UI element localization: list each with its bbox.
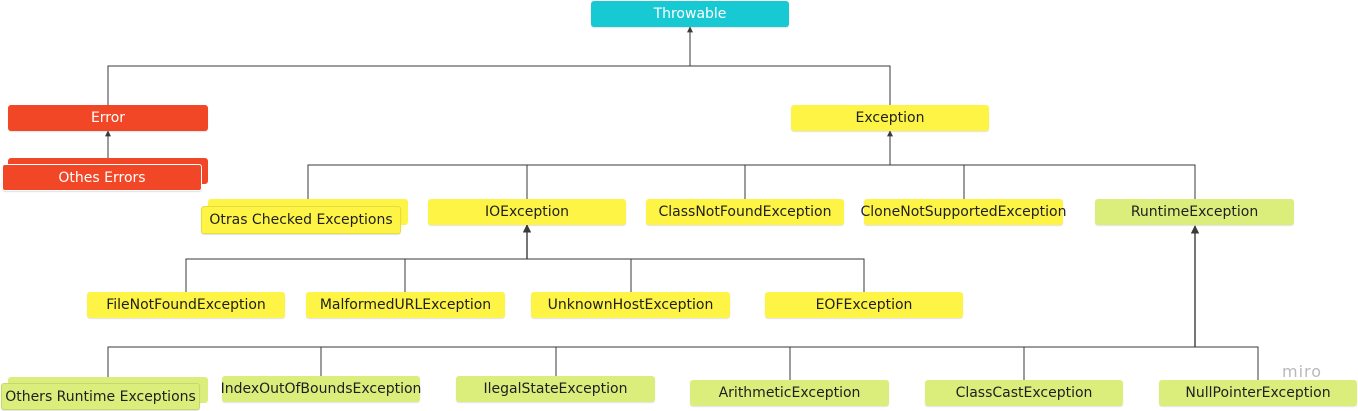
node-ilegalstate[interactable]: IlegalStateException [456, 376, 655, 402]
node-clonenotsupported-label: CloneNotSupportedException [860, 204, 1067, 220]
connector-nullpointer-runtime [1195, 346, 1259, 380]
node-others-runtime-label: Others Runtime Exceptions [5, 388, 196, 405]
node-ioexception-label: IOException [484, 204, 570, 220]
node-filenotfound-label: FileNotFoundException [106, 297, 266, 313]
node-classnotfound-label: ClassNotFoundException [658, 204, 832, 220]
node-arithmetic[interactable]: ArithmeticException [690, 380, 889, 406]
connector-filenotfound-ioexception [185, 258, 527, 292]
node-malformedurl-label: MalformedURLException [319, 297, 492, 313]
connector-eof-ioexception [631, 258, 865, 292]
node-indexoutofbounds-label: IndexOutOfBoundsException [220, 381, 422, 397]
node-unknownhost-label: UnknownHostException [547, 297, 714, 313]
node-filenotfound[interactable]: FileNotFoundException [87, 292, 285, 318]
node-error-label: Error [90, 110, 126, 126]
connector-error-throwable [107, 65, 690, 105]
node-indexoutofbounds[interactable]: IndexOutOfBoundsException [220, 376, 422, 402]
node-throwable[interactable]: Throwable [591, 1, 789, 27]
node-arithmetic-label: ArithmeticException [718, 385, 861, 401]
node-otras-checked-label: Otras Checked Exceptions [209, 212, 393, 228]
node-classcast-label: ClassCastException [955, 385, 1093, 401]
node-error[interactable]: Error [8, 105, 208, 131]
connector-othersruntime-runtime [107, 346, 1195, 378]
node-exception[interactable]: Exception [791, 105, 989, 131]
node-nullpointer[interactable]: NullPointerException [1159, 380, 1357, 406]
connector-runtime-exception [890, 164, 1196, 200]
connector-otras-exception [307, 164, 890, 200]
miro-watermark: miro [1282, 362, 1323, 381]
node-runtime-label: RuntimeException [1130, 204, 1259, 220]
node-others-errors[interactable]: Othes Errors [2, 164, 202, 191]
node-clonenotsupported[interactable]: CloneNotSupportedException [861, 199, 1067, 225]
connector-unknownhost-ioexception [527, 258, 632, 292]
node-others-errors-label: Othes Errors [58, 169, 146, 186]
node-unknownhost[interactable]: UnknownHostException [531, 292, 730, 318]
node-otras-checked[interactable]: Otras Checked Exceptions [201, 206, 401, 234]
node-classcast[interactable]: ClassCastException [925, 380, 1123, 406]
node-throwable-label: Throwable [653, 6, 727, 22]
connector-group [105, 26, 1259, 380]
node-ioexception[interactable]: IOException [428, 199, 626, 225]
node-classnotfound[interactable]: ClassNotFoundException [646, 199, 844, 225]
node-eof[interactable]: EOFException [765, 292, 963, 318]
node-others-runtime[interactable]: Others Runtime Exceptions [1, 383, 200, 410]
connector-exception-throwable [690, 65, 891, 105]
node-malformedurl[interactable]: MalformedURLException [306, 292, 505, 318]
node-nullpointer-label: NullPointerException [1185, 385, 1331, 401]
node-eof-label: EOFException [815, 297, 913, 313]
node-ilegalstate-label: IlegalStateException [483, 381, 628, 397]
node-runtime[interactable]: RuntimeException [1095, 199, 1294, 225]
node-exception-label: Exception [855, 110, 925, 126]
